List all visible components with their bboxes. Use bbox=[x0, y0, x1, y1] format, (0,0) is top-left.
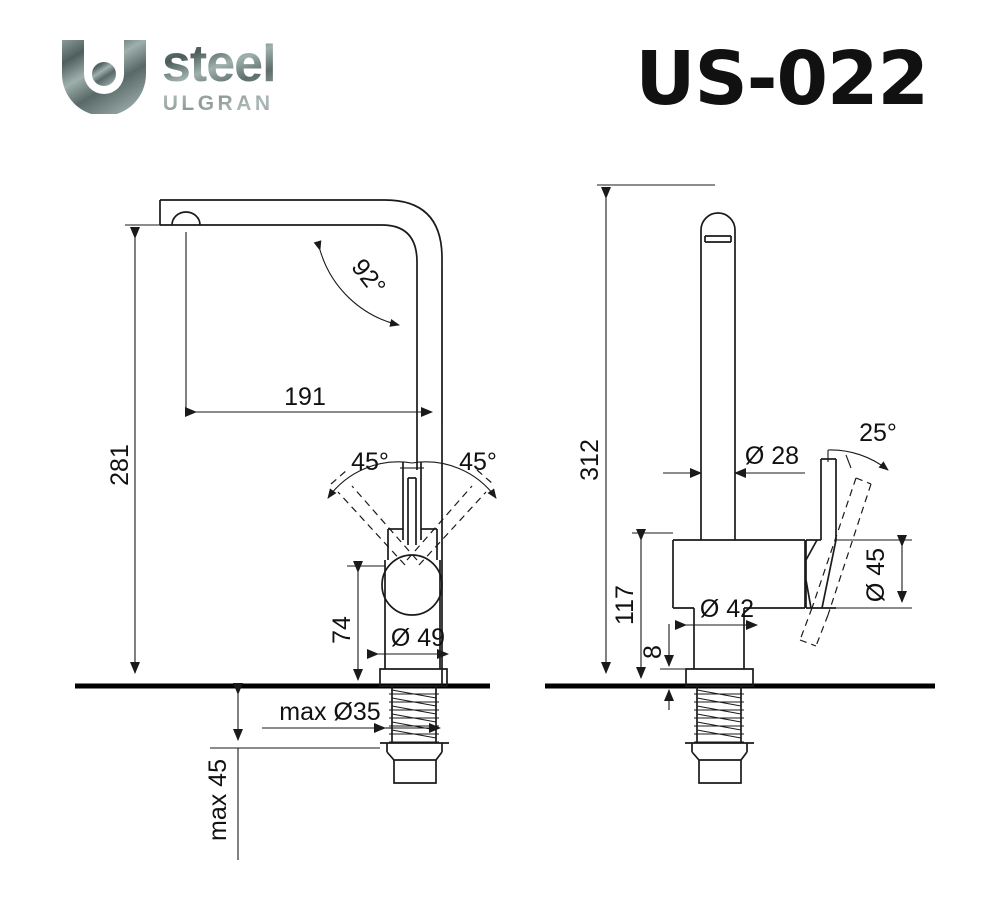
ulgran-u-mark-icon bbox=[62, 40, 146, 114]
side-view-dimensions: 312 Ø 28 25° Ø 45 117 8 bbox=[576, 184, 912, 710]
dim-label-base-height: 8 bbox=[639, 645, 667, 659]
dim-label-body-dia: Ø 49 bbox=[391, 624, 445, 652]
dim-label-body-height: 74 bbox=[328, 616, 356, 644]
brand-subtitle: ULGRAN bbox=[162, 92, 274, 115]
dim-label-column-dia: Ø 28 bbox=[745, 442, 799, 470]
dim-label-deck-thickness: max 45 bbox=[204, 759, 232, 841]
dim-label-base-dia: Ø 42 bbox=[700, 595, 754, 623]
dim-label-lever-right: 45° bbox=[459, 448, 497, 476]
front-view-geometry bbox=[75, 199, 497, 784]
side-view-geometry bbox=[545, 212, 935, 784]
front-view-dimensions: 281 191 92° 45° 45° 74 Ø 49 bbox=[106, 224, 497, 860]
dim-label-body-height-side: 117 bbox=[611, 585, 639, 625]
dim-label-height-total-side: 312 bbox=[576, 439, 604, 481]
dim-label-hole-dia: max Ø35 bbox=[279, 698, 380, 726]
dim-label-spout-reach: 191 bbox=[284, 383, 326, 411]
dim-label-body-depth: Ø 45 bbox=[862, 548, 890, 602]
brand-lockup: steel ULGRAN bbox=[58, 35, 277, 116]
brand-wordmark: steel ULGRAN bbox=[162, 35, 277, 116]
dim-label-height-total: 281 bbox=[106, 444, 134, 486]
page-title: US-022 bbox=[635, 36, 929, 122]
dim-label-lever-tilt: 25° bbox=[859, 419, 897, 447]
dim-label-lever-left: 45° bbox=[351, 448, 389, 476]
dim-label-spout-angle: 92° bbox=[346, 254, 391, 301]
sheet-header: steel ULGRAN US-022 bbox=[0, 0, 1000, 150]
brand-name: steel bbox=[162, 35, 277, 93]
